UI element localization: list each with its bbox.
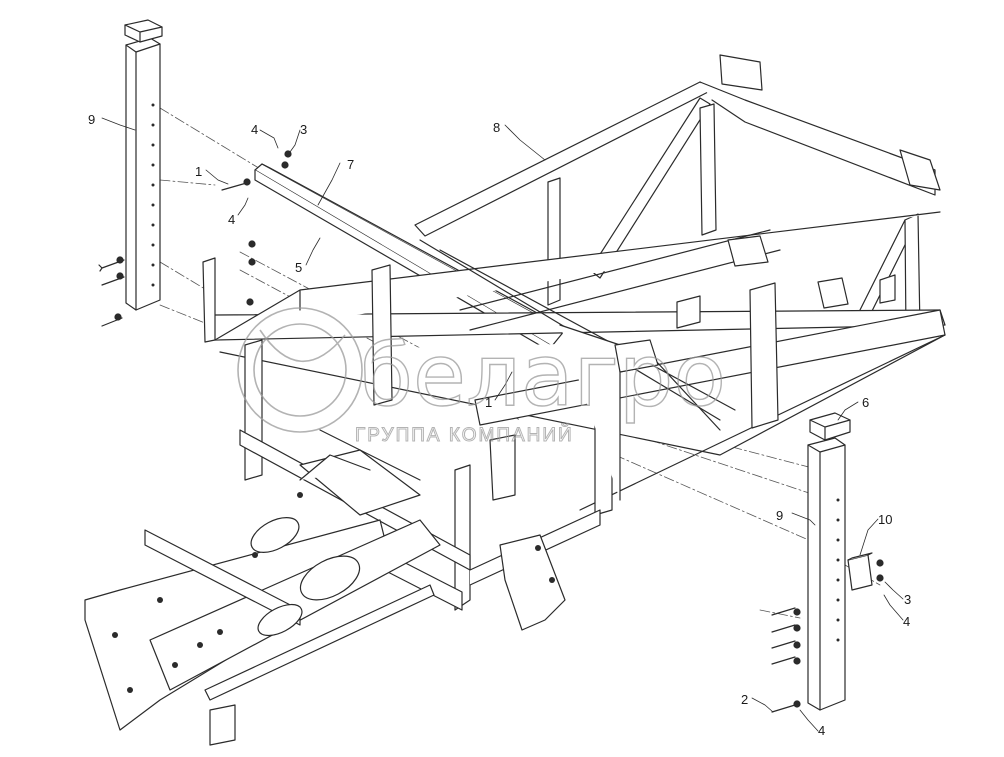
callout-1-left: 1: [195, 164, 202, 179]
left-bolts: [98, 150, 576, 379]
brackets: [202, 235, 896, 501]
callout-4-mid: 4: [228, 212, 235, 227]
callout-8: 8: [493, 120, 500, 135]
plate-part-10: [847, 552, 873, 591]
callout-2: 2: [741, 692, 748, 707]
watermark-subtitle: ГРУППА КОМПАНИЙ: [355, 424, 574, 446]
callout-3-right: 3: [904, 592, 911, 607]
callout-7: 7: [347, 157, 354, 172]
left-post-holes: [151, 103, 155, 287]
callout-4-top: 4: [251, 122, 258, 137]
leader-lines: [101, 117, 904, 732]
hitch-holes: [112, 492, 555, 693]
callout-6: 6: [862, 395, 869, 410]
watermark: белагро ГРУППА КОМПАНИЙ: [237, 307, 727, 447]
callout-9-left: 9: [88, 112, 95, 127]
callout-3-top: 3: [300, 122, 307, 137]
callout-labels: 9 4 3 1 4 7 8 5 1 6 9 10 3 4 2 4: [88, 112, 911, 738]
callout-4-right: 4: [903, 614, 910, 629]
watermark-brand: белагро: [360, 326, 726, 426]
callout-1-center: 1: [485, 395, 492, 410]
main-frame-part-8: [204, 54, 946, 611]
callout-9-right: 9: [776, 508, 783, 523]
right-bolts: [771, 559, 884, 713]
callout-4-bottom: 4: [818, 723, 825, 738]
hitch-assembly: [84, 449, 566, 746]
callout-5: 5: [295, 260, 302, 275]
watermark-logo: [237, 307, 363, 433]
right-post-holes: [836, 498, 840, 642]
callout-10: 10: [878, 512, 892, 527]
right-post-part-9: [807, 412, 851, 711]
left-post-part-9: [124, 19, 163, 311]
